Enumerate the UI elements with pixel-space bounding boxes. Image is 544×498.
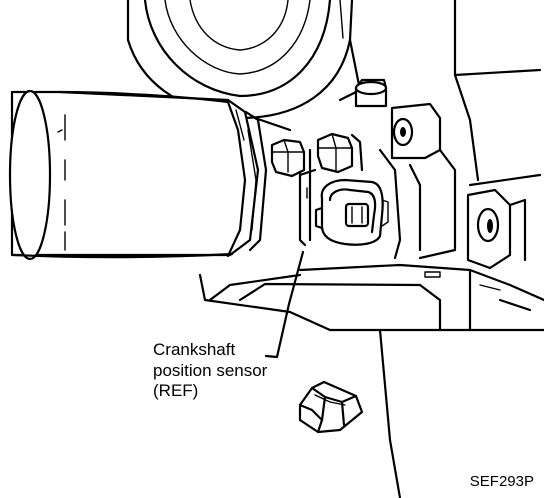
oil-filter bbox=[8, 89, 292, 261]
sensor-bracket bbox=[298, 148, 317, 247]
figure-code: SEF293P bbox=[469, 473, 534, 490]
callout-leader bbox=[264, 250, 305, 359]
top-stud bbox=[354, 78, 388, 108]
callout-line-2: position sensor bbox=[153, 360, 268, 380]
engine-block bbox=[126, 0, 544, 498]
callout-line-3: (REF) bbox=[153, 381, 199, 400]
crankshaft-sensor-label: Crankshaft position sensor (REF) bbox=[153, 340, 267, 402]
callout-line-1: Crankshaft bbox=[153, 340, 236, 359]
crankshaft-position-sensor bbox=[314, 178, 389, 246]
loose-bolt bbox=[298, 380, 364, 434]
mounting-boss bbox=[378, 102, 457, 260]
bracket-bolt-left bbox=[270, 138, 306, 178]
side-boss bbox=[466, 188, 527, 270]
bracket-bolt-right bbox=[316, 132, 364, 174]
